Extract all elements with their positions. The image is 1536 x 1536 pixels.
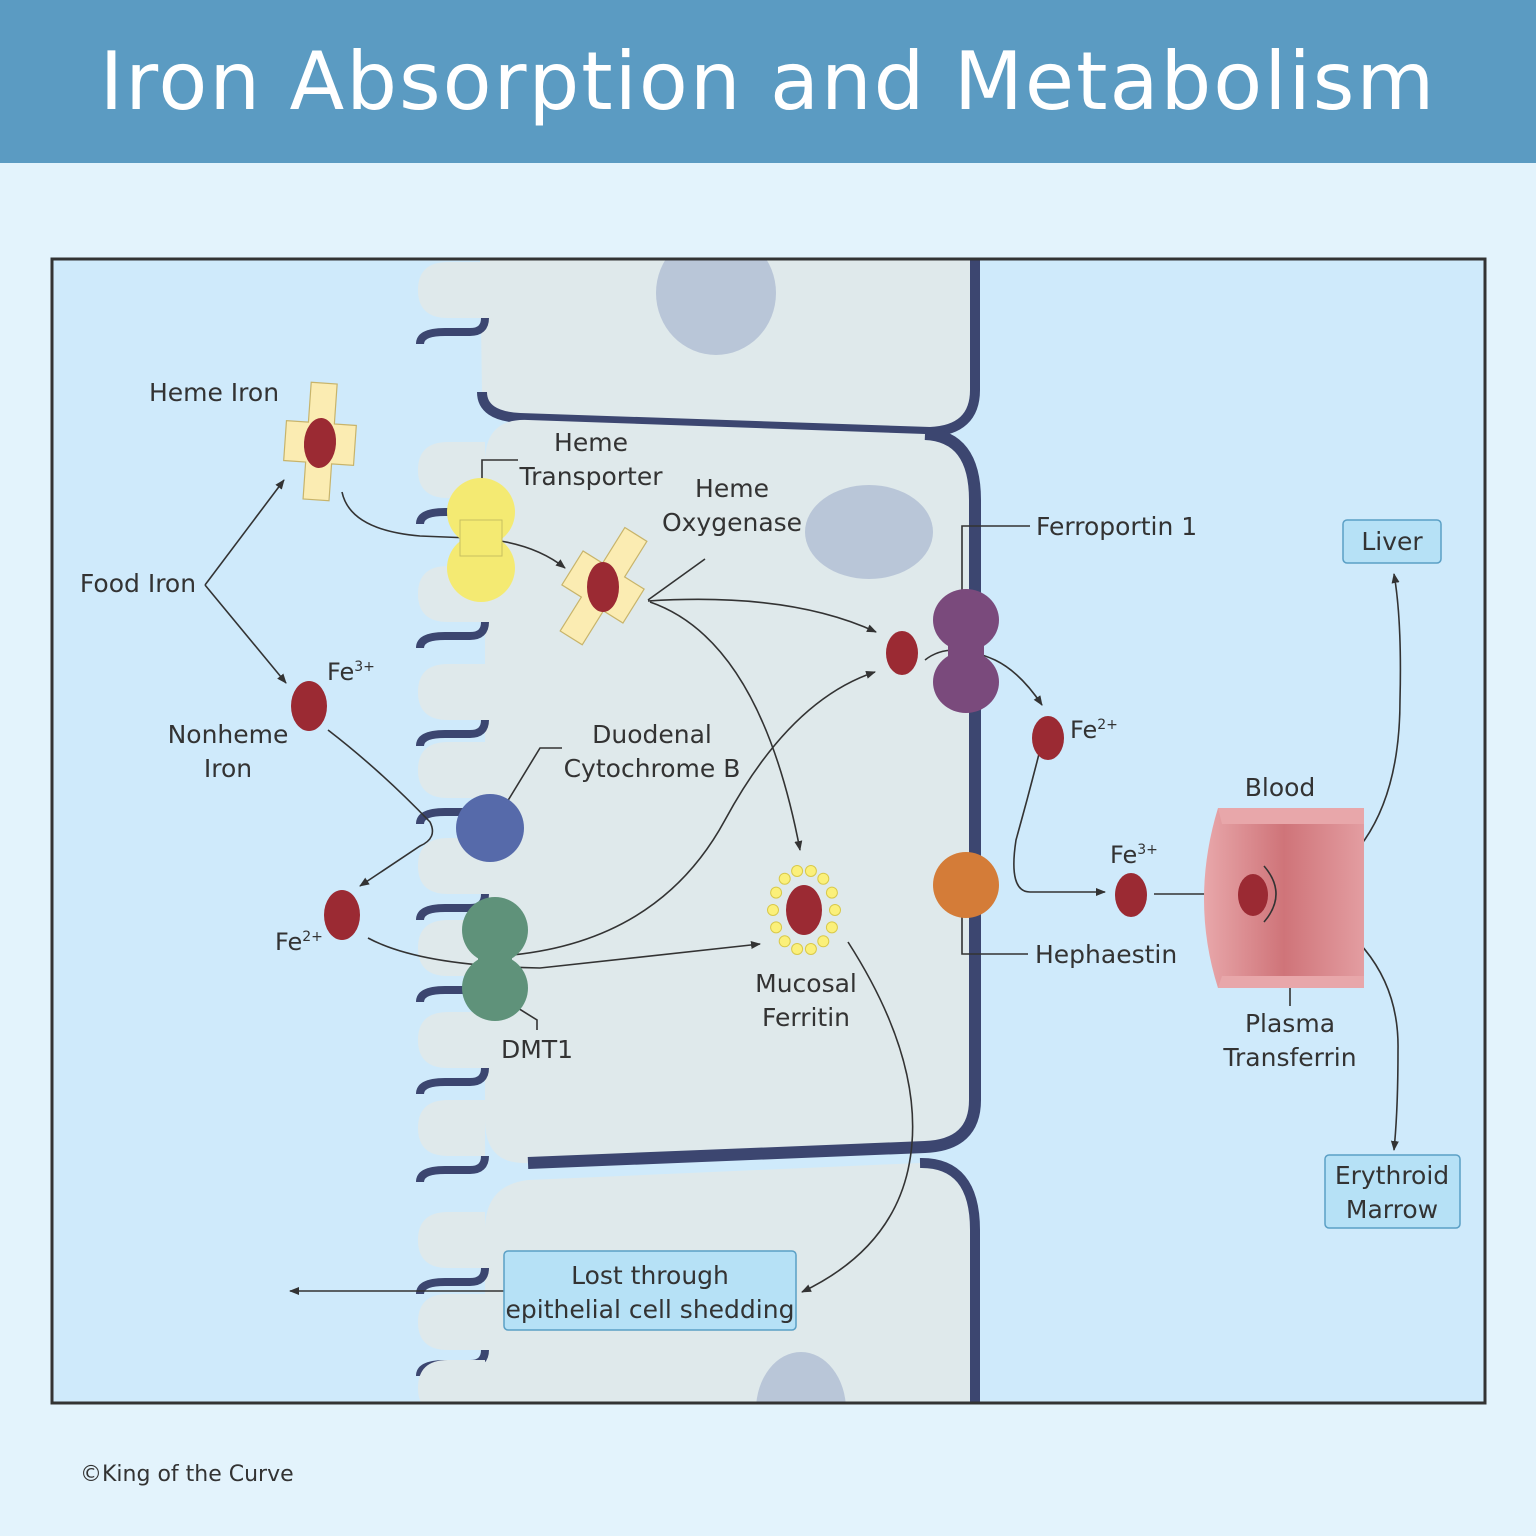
- dcytb-label-line2: Cytochrome B: [564, 754, 741, 783]
- ferritin-shell-bead: [804, 865, 817, 877]
- fe-cytosol-ion: [886, 631, 918, 675]
- diagram-border: [50, 257, 1487, 1405]
- ion-charge-labels: Fe3+ Fe2+ Fe2+ Fe3+: [275, 658, 1158, 956]
- ferritin-shell-bead: [778, 935, 791, 948]
- blood-vessel: [1204, 808, 1364, 988]
- fe2-exported-ion: [1032, 716, 1064, 760]
- marrow-label: Marrow: [1346, 1195, 1438, 1224]
- liver-box: Liver: [1342, 519, 1442, 564]
- ferritin-shell-bead: [791, 943, 804, 955]
- microvillus-membrane: [416, 1155, 489, 1183]
- fe3-plasma-label: Fe3+: [1110, 841, 1158, 869]
- mucosal-ferritin-label-line1: Mucosal: [755, 969, 857, 998]
- plasma-transferrin-label-line1: Plasma: [1245, 1009, 1335, 1038]
- fe2-exported-label: Fe2+: [1070, 716, 1118, 744]
- blood-label: Blood: [1245, 773, 1316, 802]
- microvillus: [418, 664, 485, 720]
- arrow-fe2-to-fe3: [1013, 741, 1106, 896]
- food-iron-label: Food Iron: [80, 569, 196, 598]
- ferritin-shell-bead: [767, 904, 779, 916]
- heme-transporter-label-line2: Transporter: [519, 462, 664, 491]
- arrow-food-to-heme: [204, 479, 285, 586]
- hephaestin-label: Hephaestin: [1035, 940, 1177, 969]
- microvillus: [418, 742, 485, 798]
- ferritin-shell-bead: [778, 872, 791, 885]
- fe3-nonheme-ion: [291, 681, 327, 731]
- diagram-labels: Heme Iron Food Iron Nonheme Iron Heme Tr…: [80, 378, 1357, 1072]
- microvillus-membrane: [416, 1267, 489, 1295]
- fe3-plasma-ion: [1115, 873, 1147, 917]
- arrow-heme-to-fe: [647, 598, 877, 633]
- arrow-heme-to-ferritin: [649, 601, 803, 851]
- mucosal-ferritin: [767, 865, 841, 955]
- heme-transporter: [447, 478, 515, 602]
- arrow-fe3-reduction: [327, 729, 434, 887]
- erythroid-marrow-box: Erythroid Marrow: [1324, 1154, 1461, 1229]
- heme-oxygenase-label-line2: Oxygenase: [662, 508, 802, 537]
- heme-oxygenase-label-line1: Heme: [695, 474, 769, 503]
- mucosal-ferritin-label-line2: Ferritin: [762, 1003, 850, 1032]
- ferritin-shell-bead: [770, 886, 783, 899]
- fe2-lumen-label: Fe2+: [275, 928, 323, 956]
- microvillus-membrane: [416, 719, 489, 747]
- hephaestin: [933, 852, 999, 918]
- nonheme-iron-label: Iron: [204, 754, 252, 783]
- pathway-arrows: [204, 479, 1402, 1295]
- microvillus-membrane: [416, 621, 489, 649]
- cell-shedding-box: Lost through epithelial cell shedding: [503, 1250, 797, 1331]
- transferrin-bound-ion: [1238, 874, 1268, 916]
- microvillus-membrane: [416, 1067, 489, 1095]
- microvillus-membrane: [416, 317, 489, 345]
- ferroportin-1: [933, 589, 999, 713]
- ferritin-shell-bead: [791, 865, 804, 877]
- dmt1-transporter: [462, 897, 528, 1021]
- heme-iron-label: Heme Iron: [149, 378, 279, 407]
- fe2-lumen-ion: [324, 890, 360, 940]
- erythroid-label: Erythroid: [1335, 1161, 1449, 1190]
- ferritin-shell-bead: [770, 921, 783, 934]
- ferritin-shell-bead: [817, 935, 830, 948]
- arrow-dmt1-to-cytosol: [511, 671, 876, 956]
- microvillus: [418, 262, 485, 318]
- microvillus: [418, 1360, 485, 1403]
- ferritin-shell-bead: [825, 886, 838, 899]
- iron-ions: [291, 631, 1268, 940]
- ferritin-shell-bead: [804, 943, 817, 955]
- liver-label: Liver: [1361, 527, 1423, 556]
- plasma-transferrin-label-line2: Transferrin: [1222, 1043, 1356, 1072]
- copyright-footer: ©King of the Curve: [80, 1462, 294, 1487]
- ferritin-shell-bead: [825, 921, 838, 934]
- shedding-label-line2: epithelial cell shedding: [506, 1295, 795, 1324]
- arrow-heme-uptake: [341, 491, 566, 569]
- microvillus-membrane: [420, 1416, 485, 1442]
- page-title: Iron Absorption and Metabolism: [99, 35, 1437, 128]
- dmt1-label: DMT1: [501, 1035, 573, 1064]
- dcytb-label-line1: Duodenal: [592, 720, 712, 749]
- nonheme-label: Nonheme: [168, 720, 289, 749]
- ferroportin-label: Ferroportin 1: [1036, 512, 1197, 541]
- fe3-nonheme-label: Fe3+: [327, 658, 375, 686]
- arrow-food-to-nonheme: [204, 584, 287, 684]
- ferritin-shell-bead: [817, 872, 830, 885]
- microvillus: [418, 1100, 485, 1156]
- shedding-label-line1: Lost through: [571, 1261, 729, 1290]
- heme-transporter-label-line1: Heme: [554, 428, 628, 457]
- ferritin-shell-bead: [829, 904, 841, 916]
- microvillus: [418, 1212, 485, 1268]
- heme-intracellular: [559, 526, 648, 646]
- microvillus: [418, 1294, 485, 1350]
- heme-iron-molecule: [283, 381, 357, 502]
- microvillus: [418, 1012, 485, 1068]
- arrow-ferritin-to-loss: [801, 941, 914, 1293]
- duodenal-cytochrome-b: [456, 794, 524, 862]
- title-banner: Iron Absorption and Metabolism: [0, 0, 1536, 163]
- arrow-ferroportin-export: [924, 649, 1043, 706]
- arrow-fe2-to-ferritin: [367, 937, 761, 969]
